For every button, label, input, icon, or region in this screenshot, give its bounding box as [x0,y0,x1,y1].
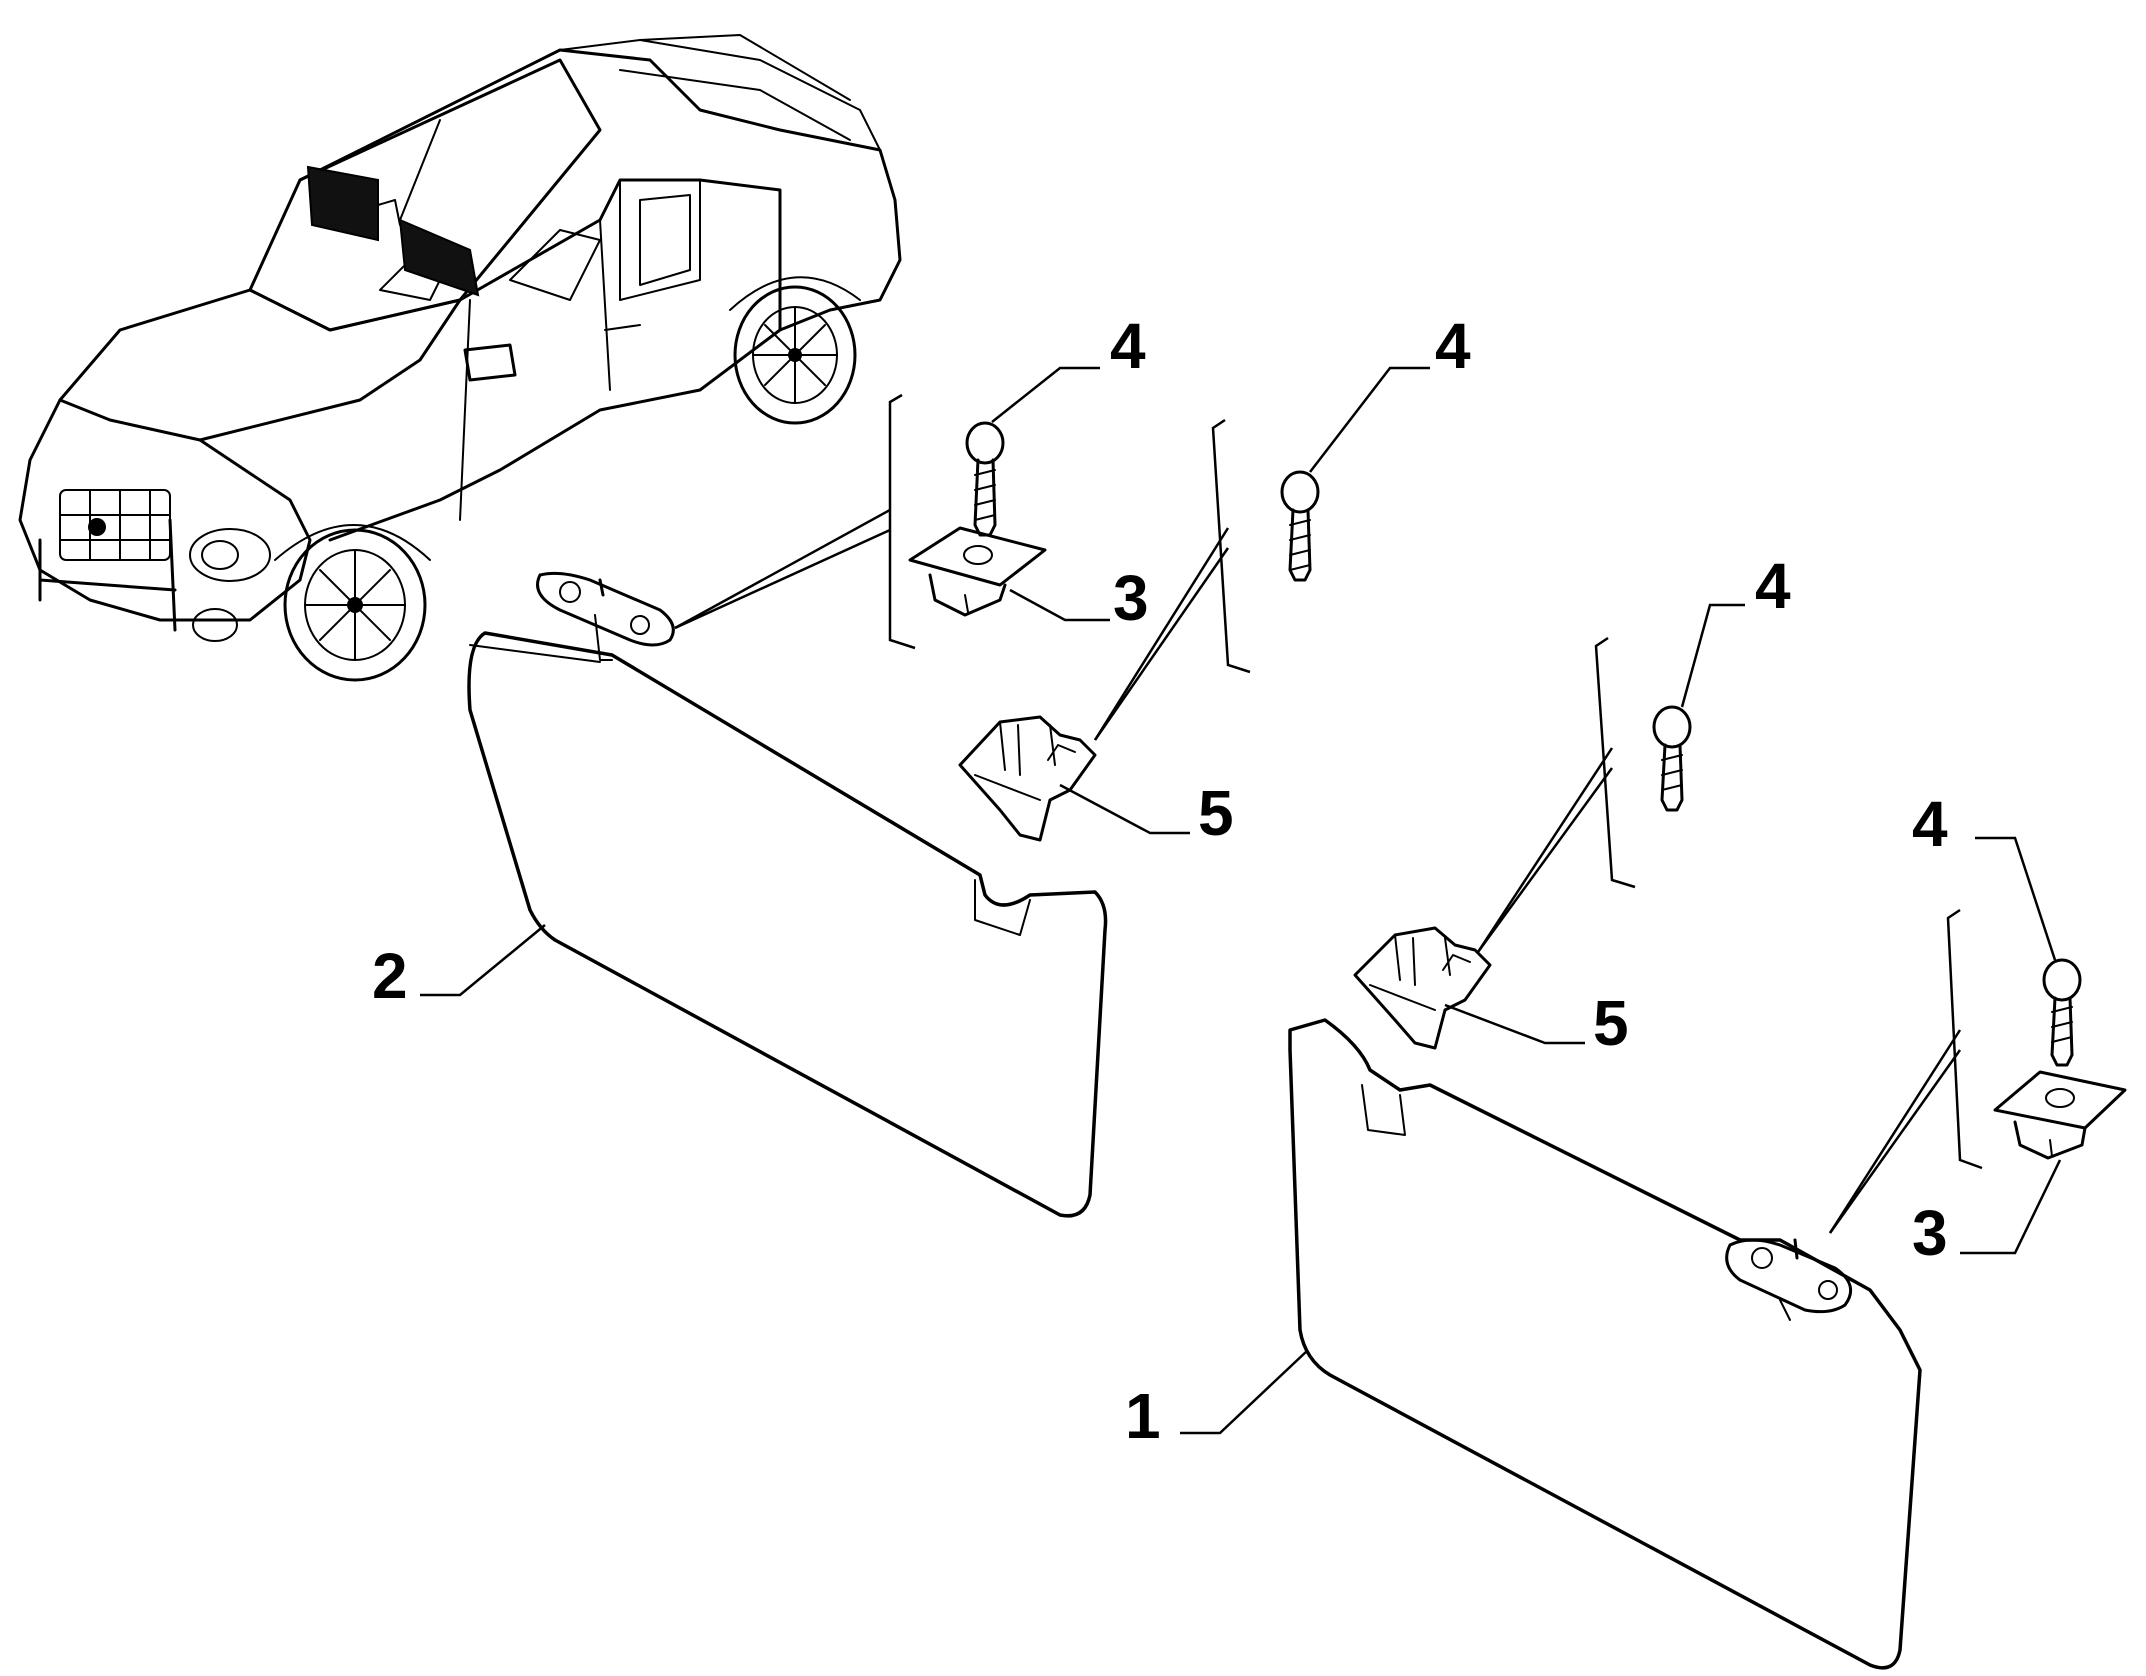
screw-4d [2042,958,2082,1067]
callout-4-d: 4 [1912,788,1948,860]
clip-3a [908,526,1047,617]
screw-4b [1280,470,1320,582]
mount-5b [1353,926,1492,1050]
clip-3b [1993,1070,2127,1160]
callout-leaders [420,366,2062,1435]
callout-2: 2 [372,940,408,1012]
callout-4-a: 4 [1110,310,1146,382]
callout-5-b: 5 [1593,987,1629,1059]
callout-1: 1 [1125,1380,1161,1452]
vehicle-visor-left-highlight [306,165,379,242]
callout-4-c: 4 [1755,550,1791,622]
callout-3-b: 3 [1912,1197,1948,1269]
exploded-view-brackets [674,393,1983,1234]
sun-visor-left [467,571,1108,1218]
callout-numbers: 4 4 3 4 5 4 2 5 3 1 [372,310,1948,1452]
mount-5a [958,715,1097,842]
vehicle-illustration [18,34,902,682]
callout-5-a: 5 [1198,777,1234,849]
callout-3-a: 3 [1113,562,1149,634]
screw-4c [1652,705,1692,812]
vehicle-visor-right-highlight [398,218,480,297]
sun-visor-right [1288,1018,1922,1670]
callout-4-b: 4 [1435,310,1471,382]
screw-4a [965,421,1005,537]
